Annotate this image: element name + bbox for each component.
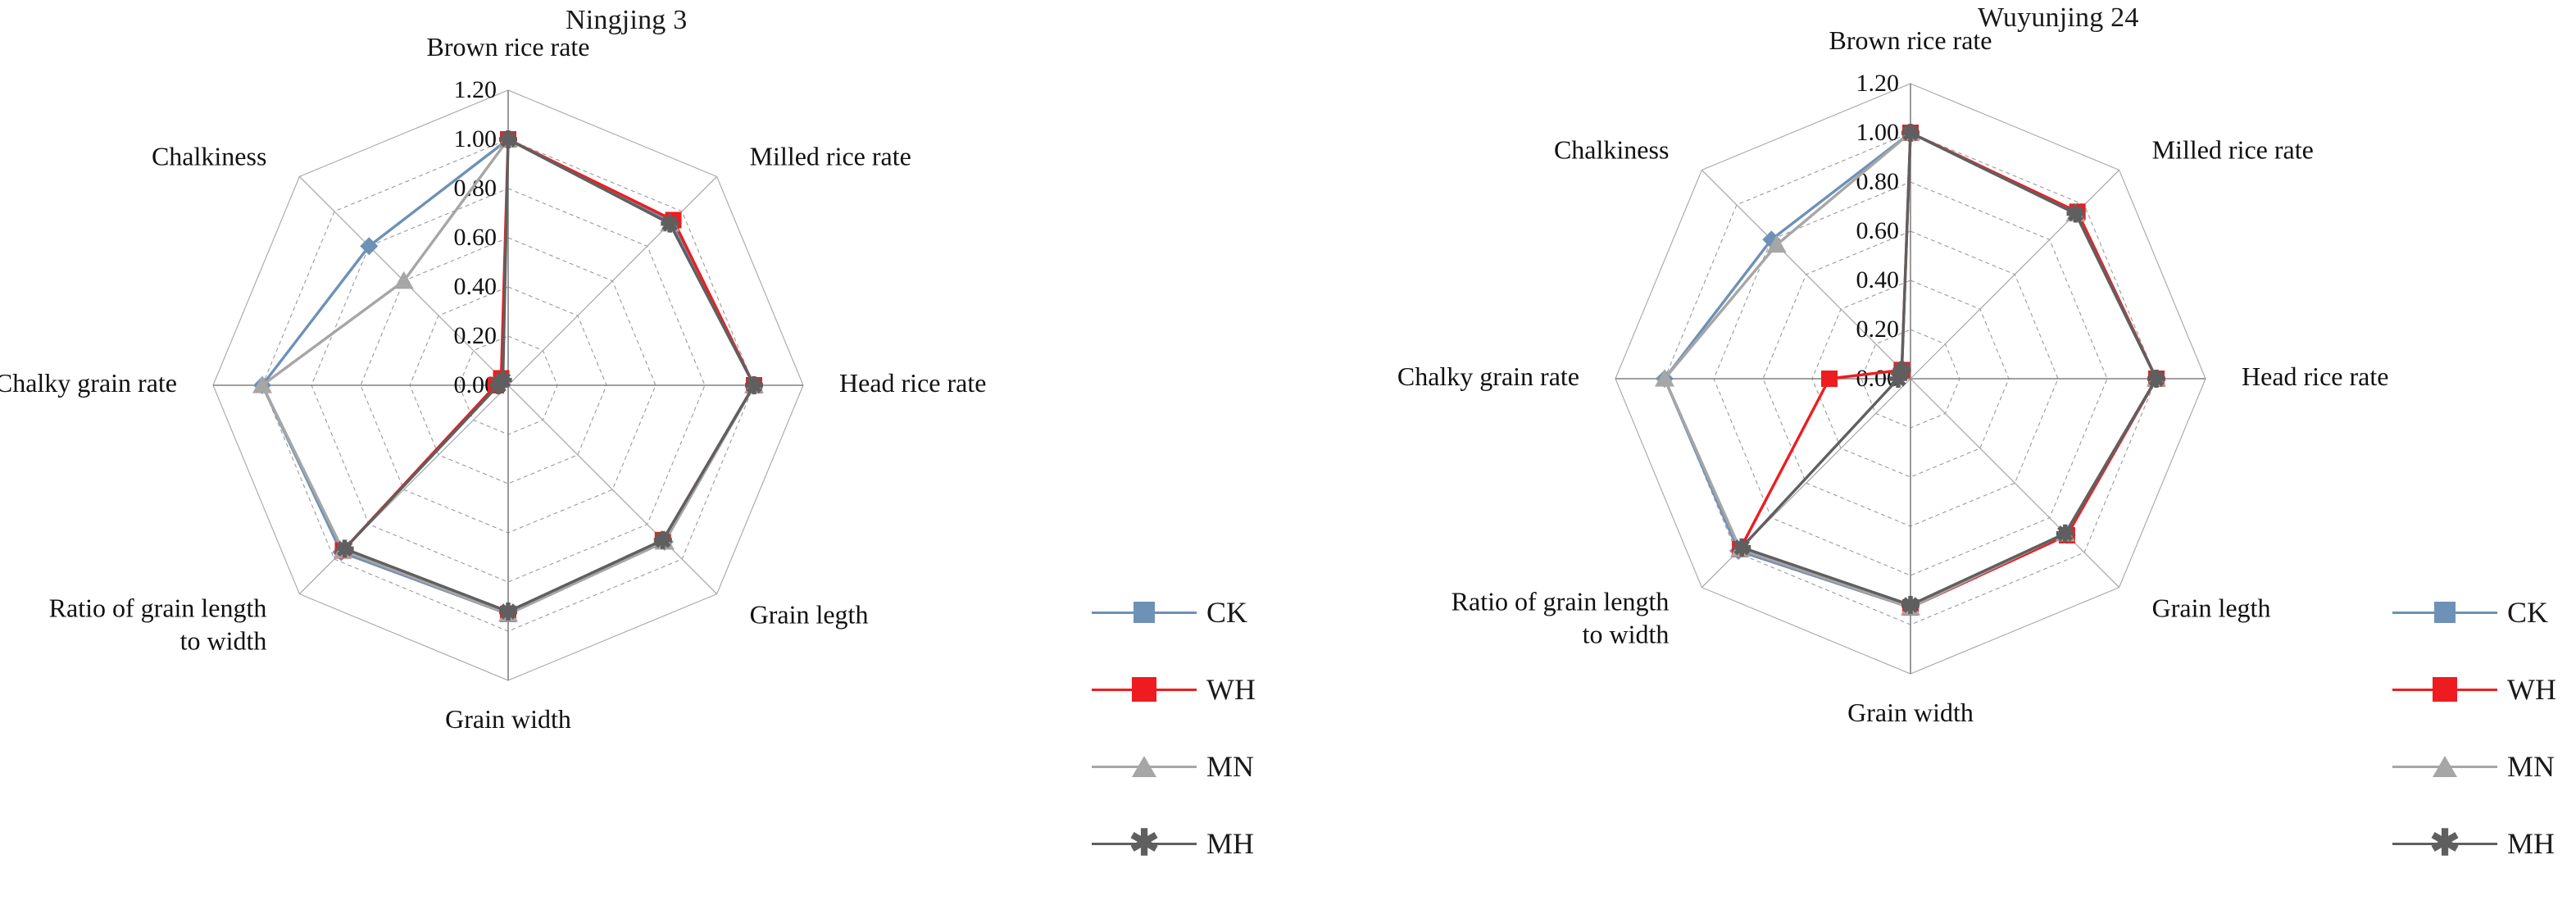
series-marker-mh (1901, 596, 1920, 614)
series-marker-wh (1821, 371, 1838, 387)
legend-label-mh: MH (1206, 827, 1255, 860)
legend-item-mn[interactable]: MN (1092, 728, 1256, 805)
radial-tick-label: 0.20 (454, 322, 497, 349)
axis-category-label: Head rice rate (2242, 362, 2388, 391)
series-marker-mn (252, 375, 272, 393)
legend-item-wh[interactable]: WH (1092, 651, 1256, 728)
legend-item-ck[interactable]: CK (1092, 574, 1256, 651)
series-marker-mh (499, 130, 517, 148)
axis-spoke (507, 175, 718, 386)
axis-category-label: Chalky grain rate (0, 368, 177, 398)
radial-tick-label: 1.20 (1856, 70, 1900, 97)
axis-category-label: Grain legth (2152, 593, 2271, 623)
series-marker-mh (661, 214, 679, 233)
series-marker-ck (360, 237, 379, 256)
axis-category-label: Chalkiness (152, 141, 266, 171)
series-marker-mn (393, 271, 414, 289)
legend-marker-ck-icon (1092, 598, 1197, 626)
radial-tick-label: 0.20 (1856, 316, 1900, 343)
series-marker-mh (493, 371, 512, 389)
legend-item-mh[interactable]: ✱ MH (2392, 805, 2556, 882)
panel-title-wuyunjing24: Wuyunjing 24 (1978, 2, 2139, 33)
radial-tick-label: 1.00 (454, 125, 497, 152)
axis-category-label: Grain width (445, 704, 571, 734)
series-marker-mn (1766, 234, 1787, 253)
axis-spoke (1701, 169, 1911, 380)
series-marker-mn (1655, 369, 1674, 387)
series-marker-mh (2056, 524, 2074, 543)
radial-tick-label: 1.00 (1856, 119, 1900, 146)
legend-label-ck: CK (1206, 596, 1248, 629)
series-marker-mh (499, 603, 517, 621)
axis-category-label: Brown rice rate (426, 32, 589, 61)
axis-category-label: Chalky grain rate (1397, 362, 1579, 391)
axis-spoke (1910, 169, 2120, 380)
radial-tick-label: 1.20 (454, 76, 497, 103)
series-marker-mh (1733, 538, 1751, 557)
legend-label-mh: MH (2507, 827, 2556, 860)
grid-ring (311, 188, 706, 583)
radial-tick-label: 0.40 (1856, 266, 1900, 293)
axis-category-label: Milled rice rate (750, 141, 911, 171)
series-marker-mh (2066, 204, 2085, 223)
radial-tick-label: 0.80 (454, 175, 497, 202)
legend-label-mn: MN (1206, 750, 1255, 783)
panel-title-ningjing3: Ningjing 3 (566, 5, 688, 35)
series-line-wh (341, 138, 756, 616)
legend-marker-wh-icon (2392, 675, 2497, 703)
legend-ningjing3: CK WH MN ✱ MH (1092, 574, 1256, 882)
series-line-wh (1738, 131, 2158, 609)
series-marker-ck (1762, 230, 1781, 249)
radial-tick-label: 0.40 (454, 273, 497, 300)
series-marker-mh (1892, 361, 1911, 380)
series-marker-mh (335, 539, 354, 558)
radial-tick-label: 0.60 (1856, 217, 1900, 244)
series-marker-mh (653, 530, 672, 549)
legend-marker-mn-icon (1092, 753, 1197, 780)
axis-category-label: Grain width (1847, 698, 1974, 727)
grid-ring (1811, 280, 2010, 478)
series-line-mh (343, 138, 756, 613)
legend-marker-mh-icon: ✱ (1092, 825, 1197, 862)
axis-spoke (507, 384, 718, 595)
series-marker-mh (1901, 124, 1920, 142)
legend-label-ck: CK (2507, 596, 2549, 629)
series-line-mh (1740, 131, 2158, 607)
legend-marker-mn-icon (2392, 753, 2497, 780)
legend-marker-ck-icon (2392, 598, 2497, 626)
legend-marker-wh-icon (1092, 675, 1197, 703)
axis-category-label: Head rice rate (839, 368, 986, 398)
legend-item-ck[interactable]: CK (2392, 574, 2556, 651)
legend-label-mn: MN (2507, 750, 2556, 783)
series-marker-mh (745, 376, 763, 394)
radial-tick-label: 0.60 (454, 224, 497, 251)
legend-item-mh[interactable]: ✱ MH (1092, 805, 1256, 882)
legend-marker-mh-icon: ✱ (2392, 825, 2497, 862)
axis-category-label: Brown rice rate (1829, 25, 1992, 55)
grid-ring (1713, 181, 2108, 576)
axis-spoke (1910, 378, 2120, 589)
legend-wuyunjing24: CK WH MN ✱ MH (2392, 574, 2556, 882)
axis-spoke (298, 384, 509, 595)
legend-label-wh: WH (1206, 673, 1256, 706)
axis-category-label: Chalkiness (1554, 134, 1669, 164)
axis-category-label: Milled rice rate (2152, 134, 2314, 164)
series-marker-mh (2147, 370, 2165, 388)
legend-label-wh: WH (2507, 673, 2556, 706)
legend-item-wh[interactable]: WH (2392, 651, 2556, 728)
legend-item-mn[interactable]: MN (2392, 728, 2556, 805)
grid-ring (409, 286, 607, 484)
axis-category-label: Grain legth (750, 600, 869, 630)
